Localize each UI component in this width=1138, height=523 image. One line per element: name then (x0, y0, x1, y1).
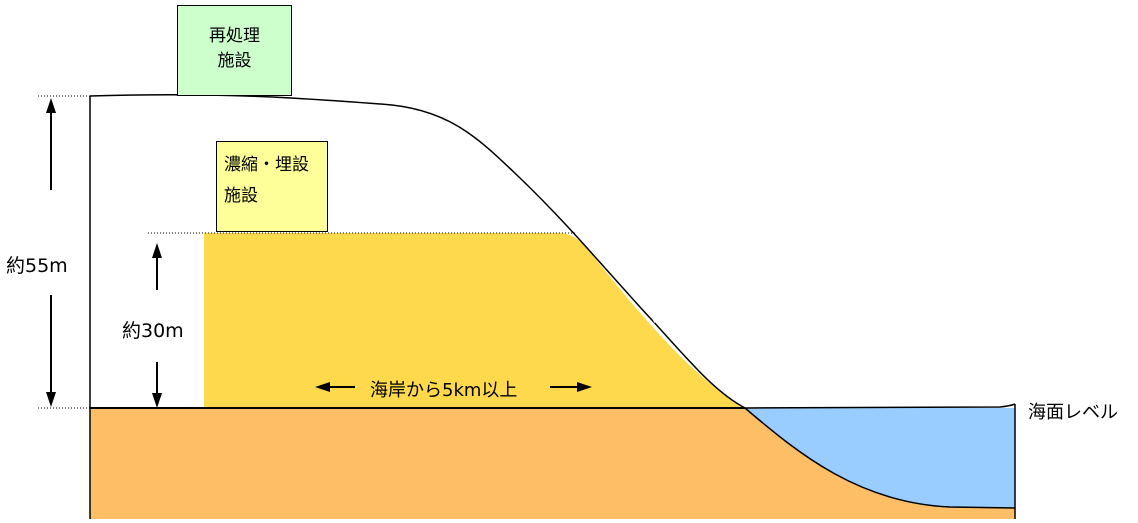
plateau-layer (204, 233, 745, 408)
reprocessing-facility-box: 再処理 施設 (177, 5, 292, 96)
sea-level-label: 海面レベル (1028, 402, 1118, 423)
burial-label-line1: 濃縮・埋設 (224, 155, 309, 175)
distance-label: 海岸から5km以上 (370, 380, 518, 401)
height-total-label: 約55m (6, 255, 68, 277)
arrow-30m-down-head (152, 393, 162, 408)
slope-gap (650, 311, 658, 323)
burial-label-line2: 施設 (224, 185, 258, 206)
arrow-distance-right-head (577, 382, 592, 392)
sea-area (745, 408, 1015, 508)
sea-floor-line (744, 407, 1016, 509)
sea-level-line (744, 403, 1016, 409)
arrow-55m-up-head (46, 98, 56, 113)
height-plateau-label: 約30m (122, 320, 184, 342)
hill-profile-line (89, 93, 746, 409)
arrow-55m-down-head (46, 392, 56, 407)
arrow-30m-up-head (152, 243, 162, 258)
burial-facility-box: 濃縮・埋設 施設 (216, 141, 328, 232)
reprocessing-label-line1: 再処理 (209, 26, 260, 46)
reprocessing-label-line2: 施設 (217, 50, 252, 71)
arrow-distance-left-head (315, 382, 330, 392)
